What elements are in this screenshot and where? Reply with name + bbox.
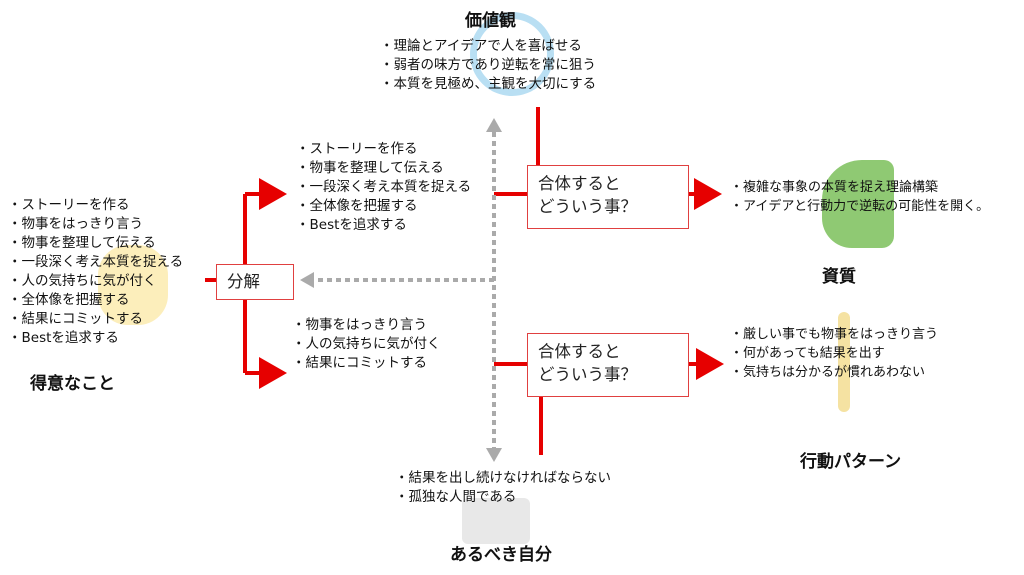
lower-group-list: 物事をはっきり言う 人の気持ちに気が付く 結果にコミットする xyxy=(292,316,441,373)
list-item: 理論とアイデアで人を喜ばせる xyxy=(380,37,596,56)
strengths-list: ストーリーを作る 物事をはっきり言う 物事を整理して伝える 一段深く考え本質を捉… xyxy=(8,196,184,348)
list-item: 孤独な人間である xyxy=(395,488,611,507)
dashed-arrowhead-left xyxy=(300,272,314,288)
list-item: 複雑な事象の本質を捉え理論構築 xyxy=(730,178,989,197)
combine-box-lower: 合体すると どういう事？ xyxy=(527,333,689,397)
dashed-arrowhead-down xyxy=(486,448,502,462)
title-ideal-self: あるべき自分 xyxy=(450,545,552,565)
title-qualities: 資質 xyxy=(822,267,856,287)
list-item: アイデアと行動力で逆転の可能性を開く。 xyxy=(730,197,989,216)
list-item: ストーリーを作る xyxy=(8,196,183,215)
list-item: 一段深く考え本質を捉える xyxy=(296,178,472,197)
list-item: 結果を出し続けなければならない xyxy=(395,469,612,488)
upper-group-list: ストーリーを作る 物事を整理して伝える 一段深く考え本質を捉える 全体像を把握す… xyxy=(296,140,472,235)
list-item: 本質を見極め、主観を大切にする xyxy=(380,75,597,94)
list-item: 気持ちは分かるが慣れあわない xyxy=(730,363,938,382)
combine-lower-line1: 合体すると xyxy=(538,342,621,361)
list-item: 物事をはっきり言う xyxy=(292,316,441,335)
behavior-list: 厳しい事でも物事をはっきり言う 何があっても結果を出す 気持ちは分かるが慣れあわ… xyxy=(730,325,938,382)
title-values: 価値観 xyxy=(465,11,516,31)
title-behavior: 行動パターン xyxy=(800,452,902,472)
values-list: 理論とアイデアで人を喜ばせる 弱者の味方であり逆転を常に狙う 本質を見極め、主観… xyxy=(380,37,597,94)
list-item: 何があっても結果を出す xyxy=(730,344,938,363)
list-item: 結果にコミットする xyxy=(8,310,183,329)
list-item: Bestを追求する xyxy=(8,329,183,348)
list-item: 弱者の味方であり逆転を常に狙う xyxy=(380,56,596,75)
list-item: 物事をはっきり言う xyxy=(8,215,183,234)
list-item: 物事を整理して伝える xyxy=(8,234,183,253)
list-item: 一段深く考え本質を捉える xyxy=(8,253,184,272)
list-item: 全体像を把握する xyxy=(8,291,183,310)
list-item: 厳しい事でも物事をはっきり言う xyxy=(730,325,938,344)
combine-upper-line2: どういう事？ xyxy=(538,197,637,216)
combine-upper-line1: 合体すると xyxy=(538,174,621,193)
list-item: 物事を整理して伝える xyxy=(296,159,471,178)
combine-box-upper: 合体すると どういう事？ xyxy=(527,165,689,229)
list-item: 全体像を把握する xyxy=(296,197,471,216)
dashed-arrowhead-up xyxy=(486,118,502,132)
ideal-self-list: 結果を出し続けなければならない 孤独な人間である xyxy=(395,469,612,507)
title-strengths: 得意なこと xyxy=(30,374,115,394)
list-item: ストーリーを作る xyxy=(296,140,471,159)
decompose-label: 分解 xyxy=(227,272,260,291)
decompose-box: 分解 xyxy=(216,264,294,300)
list-item: 人の気持ちに気が付く xyxy=(292,335,441,354)
list-item: Bestを追求する xyxy=(296,216,471,235)
list-item: 人の気持ちに気が付く xyxy=(8,272,183,291)
combine-lower-line2: どういう事？ xyxy=(538,365,637,384)
list-item: 結果にコミットする xyxy=(292,354,441,373)
qualities-list: 複雑な事象の本質を捉え理論構築 アイデアと行動力で逆転の可能性を開く。 xyxy=(730,178,989,216)
